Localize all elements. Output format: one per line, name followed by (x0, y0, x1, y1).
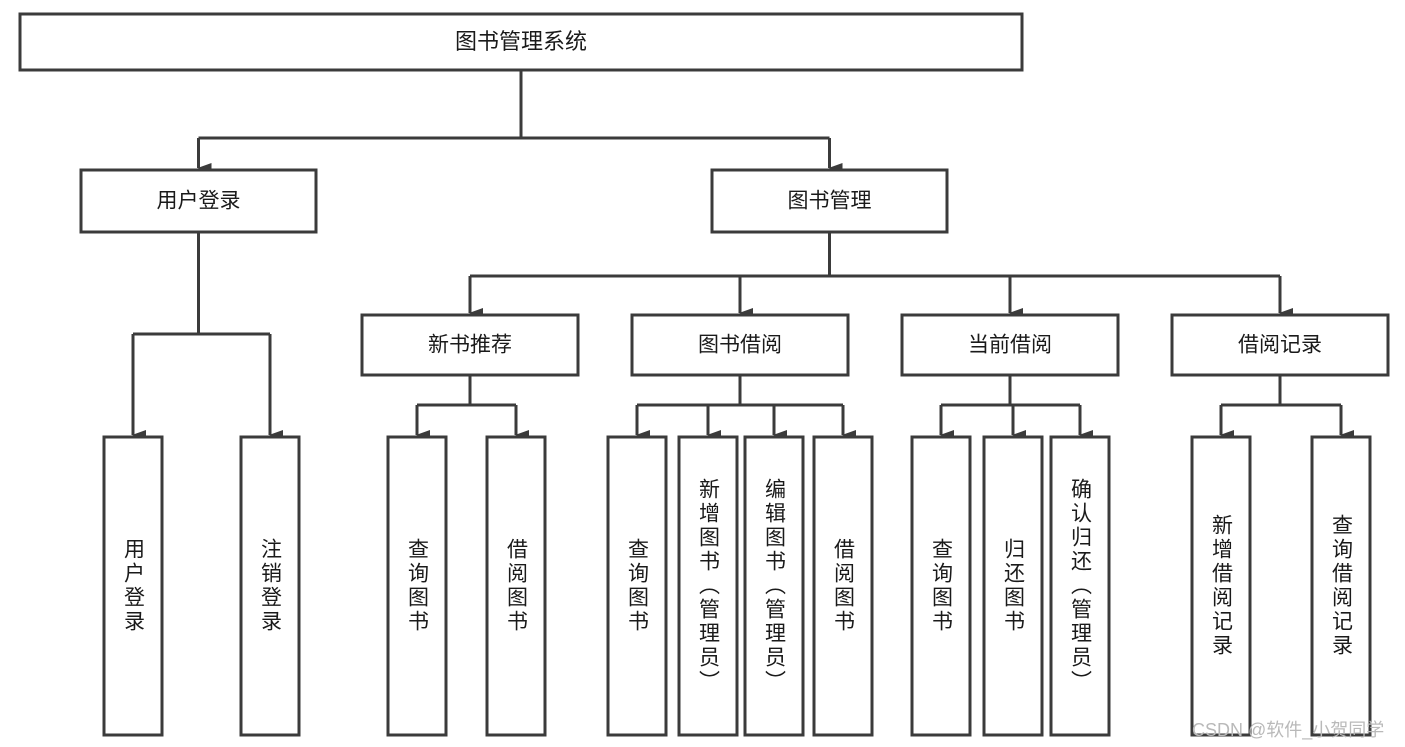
node-leaf-box-2[interactable] (386, 435, 448, 737)
node-leaf-2[interactable]: 查询图书 (388, 437, 446, 735)
node-leaf-6[interactable]: 编辑图书（管理员） (745, 437, 803, 735)
node-leaf-7[interactable]: 借阅图书 (814, 437, 872, 735)
node-leaf-box-4[interactable] (606, 435, 668, 737)
node-level3-box-1[interactable] (630, 313, 850, 377)
node-leaf-5[interactable]: 新增图书（管理员） (679, 437, 737, 735)
node-leaf-label-1: 注销登录 (258, 538, 282, 634)
node-leaf-label-8: 查询图书 (929, 538, 953, 634)
node-leaf-label-7: 借阅图书 (831, 538, 855, 634)
node-level2-label-0: 用户登录 (157, 190, 241, 213)
node-leaf-box-9[interactable] (982, 435, 1044, 737)
node-leaf-box-5[interactable] (677, 435, 739, 737)
node-level2-box-1[interactable] (710, 168, 949, 234)
node-level3-label-1: 图书借阅 (698, 334, 782, 357)
connector-layer (131, 70, 1354, 440)
node-level3-label-2: 当前借阅 (968, 334, 1052, 357)
node-leaf-box-10[interactable] (1049, 435, 1111, 737)
node-level3-label-3: 借阅记录 (1238, 334, 1322, 357)
node-leaf-11[interactable]: 新增借阅记录 (1192, 437, 1250, 735)
node-leaf-8[interactable]: 查询图书 (912, 437, 970, 735)
node-leaf-box-11[interactable] (1190, 435, 1252, 737)
node-leaf-label-0: 用户登录 (121, 538, 145, 634)
node-leaf-9[interactable]: 归还图书 (984, 437, 1042, 735)
node-leaf-label-9: 归还图书 (1001, 538, 1025, 634)
watermark: CSDN @软件_小贺同学 (1192, 720, 1385, 740)
node-level2-label-1: 图书管理 (788, 190, 872, 213)
node-level3-box-2[interactable] (900, 313, 1120, 377)
node-leaf-label-3: 借阅图书 (504, 538, 528, 634)
node-root-box[interactable] (18, 12, 1024, 72)
box-layer (18, 12, 1390, 737)
node-leaf-label-2: 查询图书 (405, 538, 429, 634)
node-leaf-10[interactable]: 确认归还（管理员） (1051, 437, 1109, 735)
node-level3-box-3[interactable] (1170, 313, 1390, 377)
node-leaf-0[interactable]: 用户登录 (104, 437, 162, 735)
node-root-label: 图书管理系统 (455, 29, 587, 54)
node-leaf-box-1[interactable] (239, 435, 301, 737)
node-level2-box-0[interactable] (79, 168, 318, 234)
node-leaf-label-4: 查询图书 (625, 538, 649, 634)
node-leaf-box-0[interactable] (102, 435, 164, 737)
node-leaf-12[interactable]: 查询借阅记录 (1312, 437, 1370, 735)
node-leaf-box-7[interactable] (812, 435, 874, 737)
node-leaf-box-8[interactable] (910, 435, 972, 737)
node-leaf-label-10: 确认归还（管理员） (1068, 478, 1092, 694)
node-leaf-label-11: 新增借阅记录 (1209, 514, 1233, 658)
node-leaf-box-12[interactable] (1310, 435, 1372, 737)
node-leaf-box-6[interactable] (743, 435, 805, 737)
node-level3-label-0: 新书推荐 (428, 334, 512, 357)
node-leaf-label-12: 查询借阅记录 (1329, 514, 1353, 658)
node-leaf-3[interactable]: 借阅图书 (487, 437, 545, 735)
node-leaf-label-6: 编辑图书（管理员） (762, 478, 786, 694)
node-leaf-label-5: 新增图书（管理员） (696, 478, 720, 694)
node-leaf-4[interactable]: 查询图书 (608, 437, 666, 735)
node-leaf-box-3[interactable] (485, 435, 547, 737)
node-level3-box-0[interactable] (360, 313, 580, 377)
node-leaf-1[interactable]: 注销登录 (241, 437, 299, 735)
